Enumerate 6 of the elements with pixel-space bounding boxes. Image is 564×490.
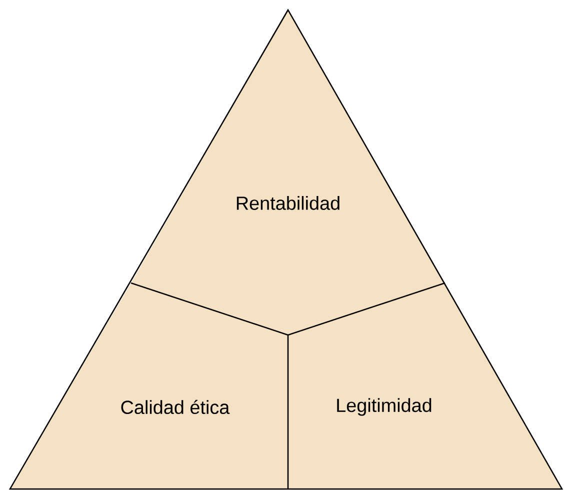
- triangle-region: Rentabilidad: [131, 10, 445, 335]
- node-label: Legitimidad: [337, 398, 432, 416]
- triangle-region: Calidad ética: [10, 282, 288, 489]
- triangle-region: Legitimidad: [288, 282, 562, 489]
- node-label: Rentabilidad: [236, 196, 340, 210]
- node-label: Calidad ética: [121, 400, 230, 414]
